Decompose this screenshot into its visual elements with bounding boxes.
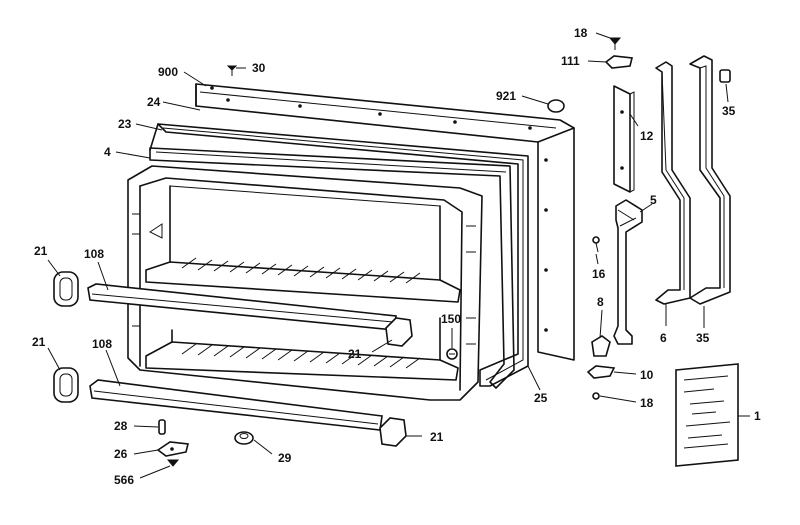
- label-150: 150: [441, 312, 461, 326]
- label-4: 4: [104, 145, 111, 159]
- label-10: 10: [640, 368, 654, 382]
- screw-18-top: [608, 37, 622, 50]
- screw-30: [226, 65, 238, 76]
- bar-end-cap-upper-left: [53, 271, 79, 307]
- label-23: 23: [118, 117, 132, 131]
- plug-35-top: [719, 69, 731, 83]
- door-handle: [655, 61, 691, 305]
- lower-shelf-ribs: [181, 343, 421, 369]
- label-35-top: 35: [722, 104, 736, 118]
- outer-door-panel: [195, 83, 575, 361]
- bar-end-cap-center: [385, 317, 413, 347]
- cover-8: [591, 335, 611, 357]
- label-5: 5: [650, 193, 657, 207]
- leader-lines: [47, 32, 750, 479]
- label-21-center: 21: [348, 347, 362, 361]
- hinge-bracket: [613, 85, 635, 193]
- label-21-upper-left: 21: [34, 244, 48, 258]
- label-18-top: 18: [574, 26, 588, 40]
- label-21-bottom-right: 21: [430, 430, 444, 444]
- clip-10: [586, 365, 616, 379]
- label-16: 16: [592, 267, 606, 281]
- upper-door-bar: [87, 283, 397, 331]
- screw-18-bottom: [592, 392, 600, 400]
- label-921: 921: [496, 89, 516, 103]
- upper-shelf-ribs: [181, 257, 421, 284]
- label-12: 12: [640, 129, 654, 143]
- label-1: 1: [754, 409, 761, 423]
- screw-16: [592, 236, 600, 253]
- label-21-middle-left: 21: [32, 335, 46, 349]
- bushing-29: [234, 431, 254, 445]
- label-24: 24: [147, 95, 161, 109]
- label-18-bottom: 18: [640, 396, 654, 410]
- handle-trim: [689, 55, 731, 305]
- label-111: 111: [561, 54, 580, 68]
- inner-door-liner: [127, 165, 483, 401]
- label-8: 8: [597, 295, 604, 309]
- label-6: 6: [660, 331, 667, 345]
- label-30: 30: [252, 61, 266, 75]
- label-108-top: 108: [84, 247, 104, 261]
- lower-door-bar: [89, 379, 383, 431]
- cap-921: [547, 99, 565, 113]
- part-labels: 18 900 30 111 35 921 24 23 12 4 5 21 108…: [32, 26, 761, 487]
- screw-566: [166, 459, 180, 467]
- pin-28: [158, 419, 166, 435]
- hinge-26: [156, 441, 189, 457]
- label-900: 900: [158, 65, 178, 79]
- handle-bracket: [613, 199, 643, 345]
- bar-end-cap-middle-left: [53, 367, 79, 403]
- plug-150: [446, 348, 458, 360]
- label-29: 29: [278, 451, 292, 465]
- label-25: 25: [534, 391, 548, 405]
- label-108-bottom: 108: [92, 337, 112, 351]
- label-26: 26: [114, 447, 128, 461]
- breaker-strip: [149, 147, 515, 389]
- instruction-booklet: [675, 363, 739, 467]
- label-35-bottom: 35: [696, 331, 710, 345]
- label-28: 28: [114, 419, 128, 433]
- bar-end-cap-bottom-right: [379, 417, 407, 447]
- hinge-pin-111: [604, 55, 633, 69]
- label-566: 566: [114, 473, 134, 487]
